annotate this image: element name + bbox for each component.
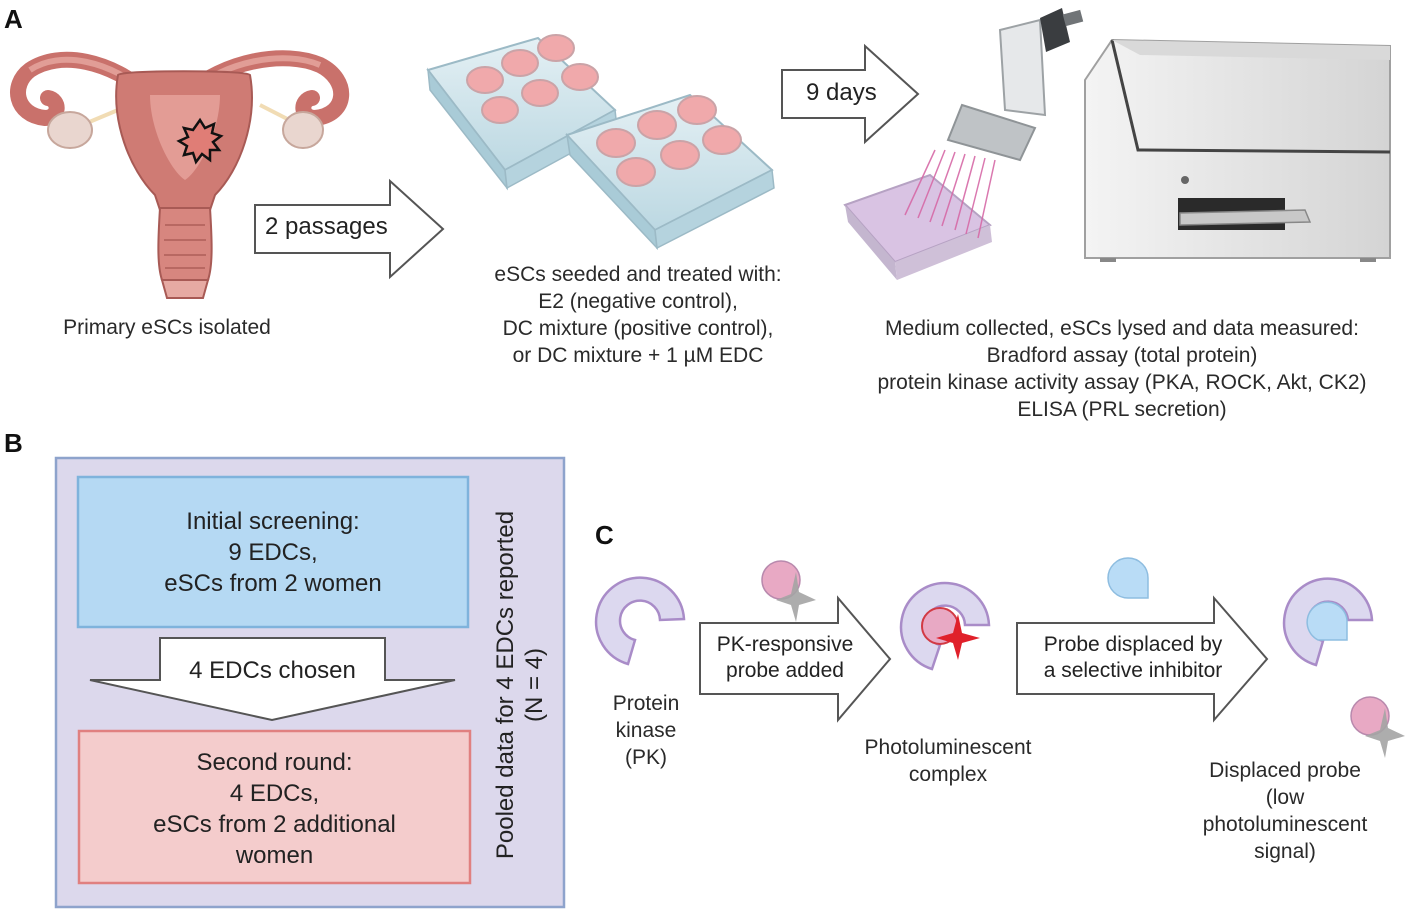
kinase-icon — [594, 576, 686, 666]
arrow-probe-displaced-label: Probe displaced by a selective inhibitor — [1043, 633, 1223, 682]
arrow-2-passages-label: 2 passages — [265, 213, 388, 240]
kinase-inhibitor-complex-icon — [1282, 577, 1374, 667]
arrow-probe-added — [699, 595, 892, 723]
caption-line: eSCs seeded and treated with: — [494, 263, 782, 286]
initial-screening-text: Initial screening: 9 EDCs, eSCs from 2 w… — [164, 508, 382, 597]
caption-line: or DC mixture + 1 µM EDC — [512, 344, 764, 367]
arrow-9-days — [781, 43, 920, 145]
displaced-probe-icon — [1350, 696, 1405, 758]
panel-letter-b: B — [4, 428, 23, 458]
initial-screening-box — [76, 475, 470, 629]
down-arrow-label: 4 EDCs chosen — [189, 657, 356, 684]
caption-line: DC mixture (positive control), — [502, 317, 774, 340]
protein-kinase-label: Protein kinase (PK) — [612, 692, 680, 769]
well-plate-icon — [426, 34, 618, 191]
photoluminescent-complex-label: Photoluminescent complex — [864, 736, 1032, 786]
caption-line: protein kinase activity assay (PKA, ROCK… — [877, 371, 1367, 394]
caption-line: ELISA (PRL secretion) — [1017, 398, 1227, 421]
probe-icon — [761, 560, 816, 622]
photoluminescent-complex-icon — [899, 581, 991, 671]
well-plate-icon — [565, 93, 775, 251]
down-arrow-4-edcs — [89, 637, 456, 722]
caption-line: Medium collected, eSCs lysed and data me… — [885, 317, 1359, 340]
arrow-probe-added-label: PK-responsive probe added — [716, 633, 854, 682]
inhibitor-icon — [1107, 557, 1149, 599]
caption-primary-escs: Primary eSCs isolated — [63, 316, 271, 339]
caption-line: Bradford assay (total protein) — [986, 344, 1258, 367]
caption-measurement: Medium collected, eSCs lysed and data me… — [842, 315, 1402, 423]
arrow-2-passages — [254, 178, 445, 280]
pooled-data-label: Pooled data for 4 EDCs reported (N = 4) — [492, 510, 548, 860]
displaced-probe-label: Displaced probe (low photoluminescent si… — [1202, 759, 1368, 863]
arrow-probe-displaced — [1016, 595, 1269, 723]
uterus-icon — [10, 50, 350, 299]
caption-seeding: eSCs seeded and treated with: E2 (negati… — [464, 261, 812, 369]
multichannel-pipette-icon — [843, 8, 1084, 280]
panel-letter-c: C — [595, 520, 614, 550]
second-round-box — [77, 729, 472, 885]
caption-line: E2 (negative control), — [538, 290, 738, 313]
panel-letter-a: A — [4, 4, 23, 34]
plate-reader-icon — [1084, 38, 1391, 262]
second-round-text: Second round: 4 EDCs, eSCs from 2 additi… — [153, 749, 396, 869]
arrow-9-days-label: 9 days — [806, 79, 877, 106]
star-icon — [936, 614, 980, 660]
